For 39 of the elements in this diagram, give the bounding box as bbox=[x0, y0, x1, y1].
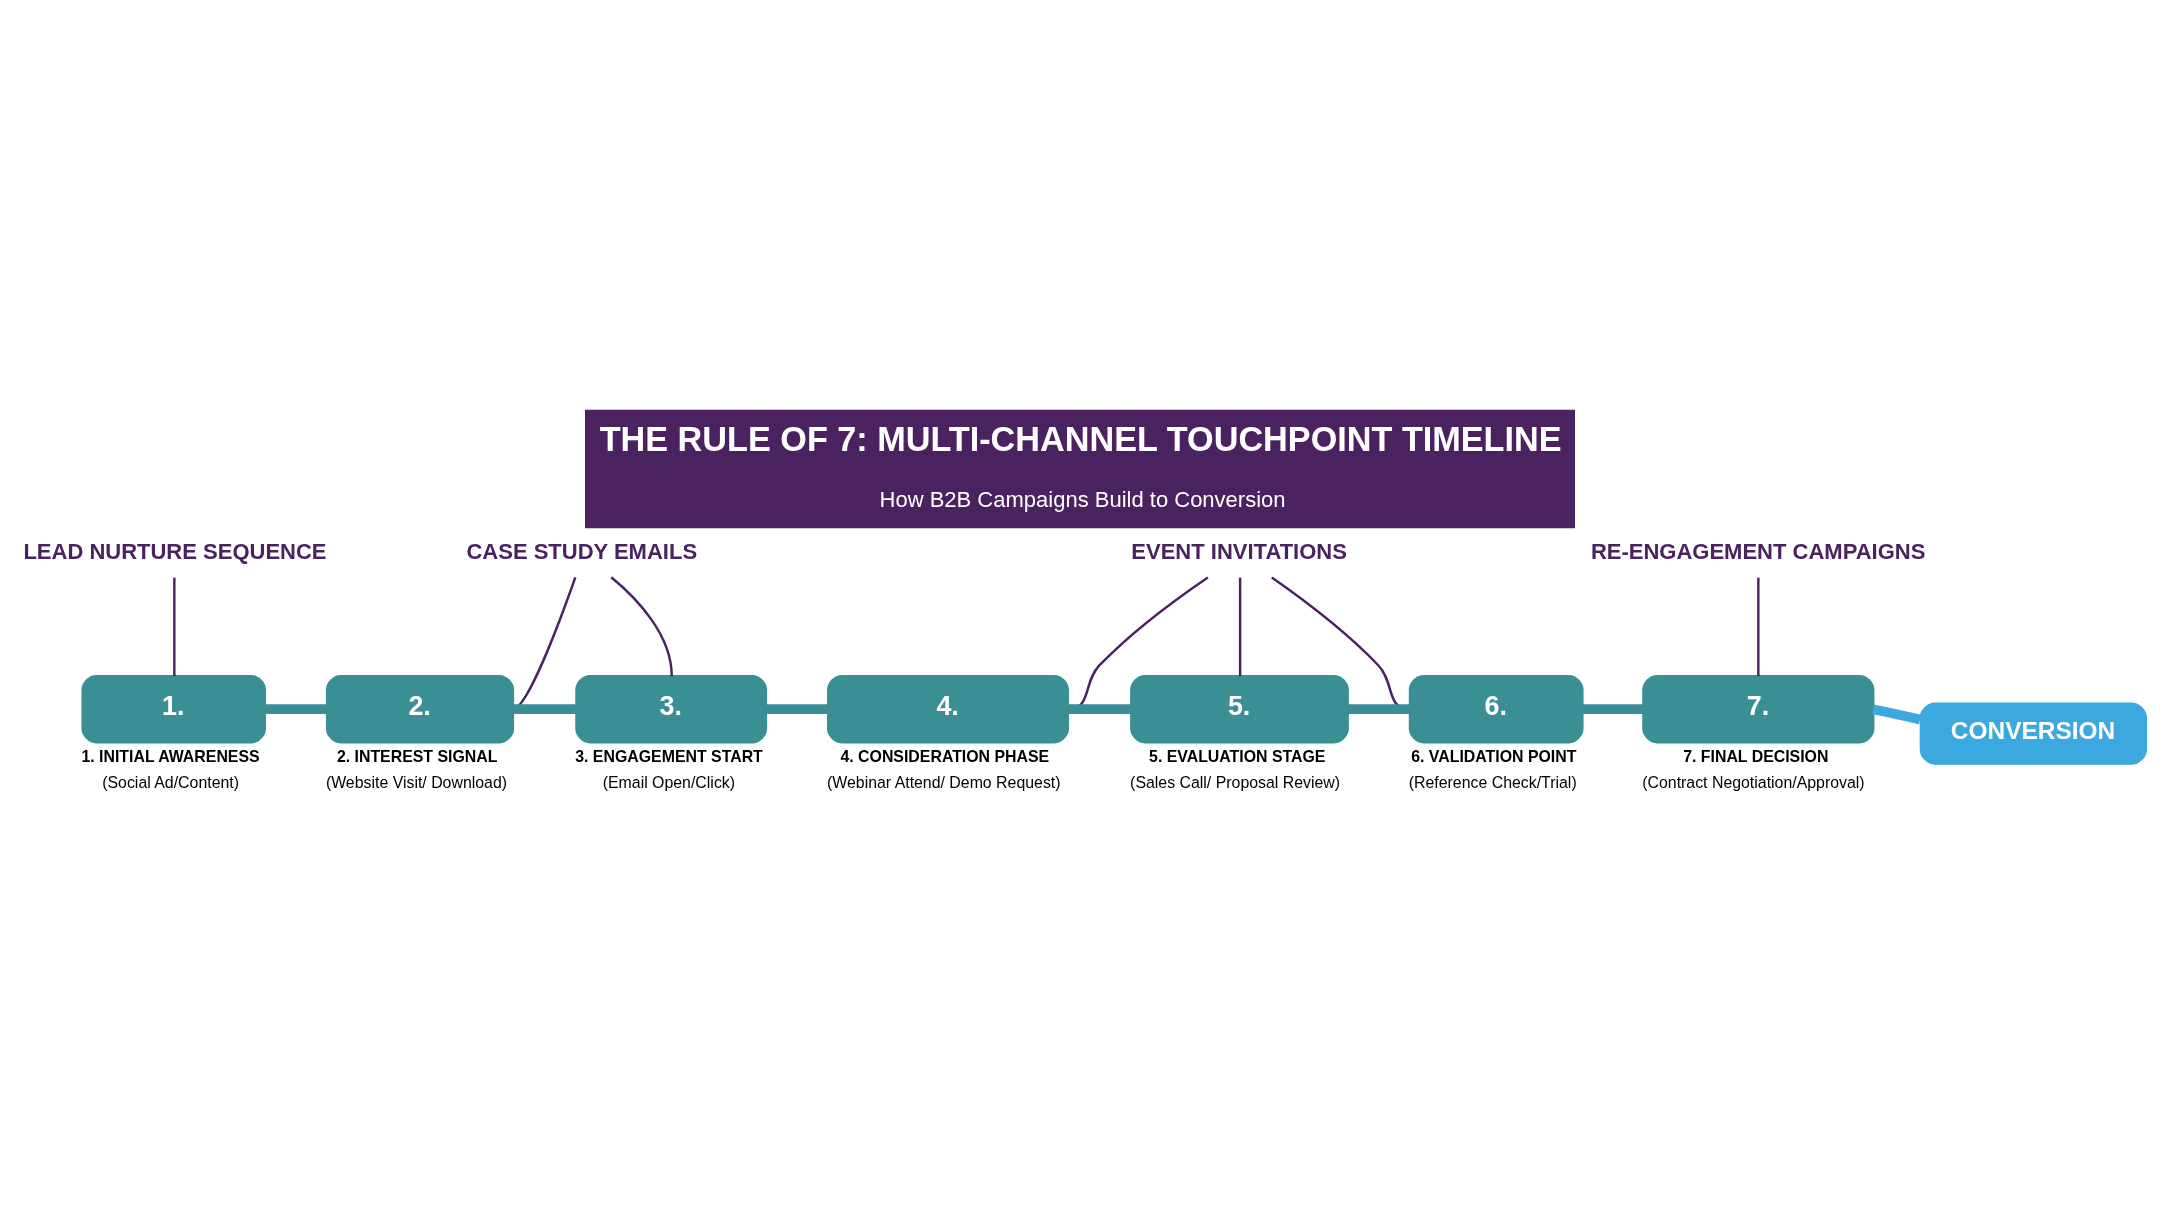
connector bbox=[264, 703, 328, 714]
node-box: 2. bbox=[325, 674, 515, 743]
connector bbox=[1582, 703, 1644, 714]
diagram-title: THE RULE OF 7: MULTI-CHANNEL TOUCHPOINT TIMELINE bbox=[599, 419, 1562, 458]
node-label: 5. EVALUATION STAGE bbox=[1149, 747, 1326, 765]
connector bbox=[173, 577, 176, 676]
caption: How B2B Campaigns Build to Conversion bbox=[879, 486, 1286, 512]
node-label: 1. INITIAL AWARENESS bbox=[81, 747, 260, 765]
connector bbox=[610, 575, 673, 676]
node-text: RE-ENGAGEMENT CAMPAIGNS bbox=[1590, 538, 1926, 564]
connector bbox=[1347, 703, 1410, 714]
connector bbox=[765, 703, 829, 714]
connector bbox=[1067, 703, 1132, 714]
node-label: 3. ENGAGEMENT START bbox=[575, 747, 763, 765]
node-box: 4. bbox=[827, 674, 1069, 743]
node-label: (Reference Check/Trial) bbox=[1408, 773, 1577, 791]
connector bbox=[512, 703, 577, 714]
node-label: 7. FINAL DECISION bbox=[1683, 747, 1829, 765]
node-text: EVENT INVITATIONS bbox=[1131, 538, 1347, 564]
connector bbox=[1757, 577, 1760, 676]
node-label: (Social Ad/Content) bbox=[102, 773, 239, 791]
node-label: (Contract Negotiation/Approval) bbox=[1642, 773, 1865, 791]
node-label: (Website Visit/ Download) bbox=[325, 773, 508, 791]
connector bbox=[1238, 577, 1242, 676]
node-box: 3. bbox=[575, 674, 768, 743]
node-box: 6. bbox=[1408, 674, 1584, 743]
node-label: (Webinar Attend/ Demo Request) bbox=[827, 773, 1061, 791]
node-label: 4. CONSIDERATION PHASE bbox=[840, 747, 1050, 765]
node-box: 5. bbox=[1130, 674, 1349, 743]
node-label: (Sales Call/ Proposal Review) bbox=[1130, 773, 1341, 791]
node-text: CASE STUDY EMAILS bbox=[466, 538, 698, 564]
node-box: 1. bbox=[81, 674, 266, 743]
node-box: 7. bbox=[1642, 674, 1875, 743]
node-label: 2. INTEREST SIGNAL bbox=[336, 747, 498, 765]
node-label: (Email Open/Click) bbox=[602, 773, 736, 791]
node-label: 6. VALIDATION POINT bbox=[1411, 747, 1577, 765]
node-text: LEAD NURTURE SEQUENCE bbox=[23, 538, 327, 564]
connector bbox=[1872, 703, 1922, 724]
node-box: CONVERSION bbox=[1919, 702, 2147, 765]
